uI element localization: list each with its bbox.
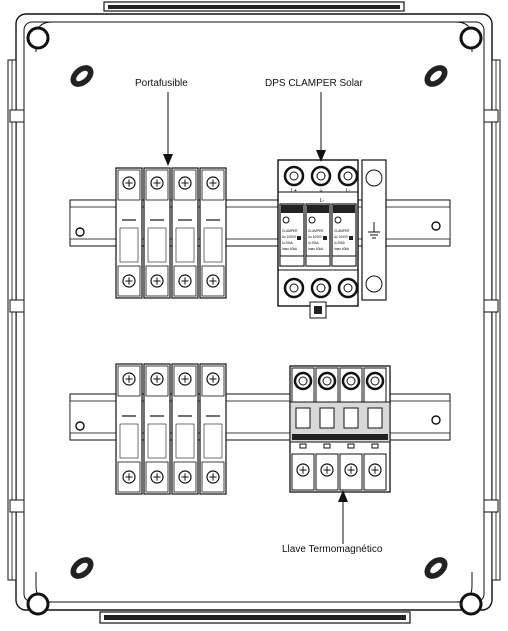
arrow-llave — [338, 490, 348, 544]
dps-module-text: Uc 1000V — [308, 235, 323, 239]
dps-terminal-label: L+ — [291, 188, 297, 194]
dps-module-text: CLAMPER — [282, 229, 298, 233]
breaker-poles — [291, 367, 387, 491]
label-portafusible: Portafusible — [135, 78, 188, 89]
dps-module-text: In 20kA — [308, 241, 320, 245]
enclosure-frame — [15, 13, 493, 611]
fuse-holder-group-top — [115, 167, 227, 299]
dps-terminal-label: ⏚ — [318, 187, 323, 194]
right-side-hinge — [491, 59, 501, 581]
dps-bottom-terminals — [283, 277, 359, 299]
dps-surge-protector: L+ ⏚ L- L- CLAMPER Uc 1000V In 20kA Imax 40kA… — [277, 159, 359, 319]
dps-module-text: In 20kA — [282, 241, 294, 245]
fuse-holder — [143, 167, 171, 299]
breaker-pole — [291, 367, 315, 491]
dps-module-text: In 20kA — [334, 241, 346, 245]
fuse-holder — [171, 167, 199, 299]
breaker-pole — [363, 367, 387, 491]
dps-module-text: CLAMPER — [334, 229, 350, 233]
dps-module: CLAMPER Uc 1000V In 20kA Imax 40kA — [305, 203, 331, 267]
dps-module-text: Uc 1000V — [282, 235, 297, 239]
dps-module: CLAMPER Uc 1000V In 20kA Imax 40kA — [331, 203, 357, 267]
fuse-holder — [115, 167, 143, 299]
breaker-termomagnetico — [289, 365, 391, 493]
label-dps: DPS CLAMPER Solar — [265, 78, 363, 89]
dps-modules: CLAMPER Uc 1000V In 20kA Imax 40kA CLAMPER Uc… — [279, 203, 357, 267]
fuse-holder — [171, 363, 199, 495]
panel-screw-lugs — [70, 65, 448, 579]
oval-lug — [70, 65, 94, 87]
enclosure-top-rail — [103, 1, 405, 12]
oval-lug — [424, 557, 448, 579]
arrow-portafusible — [163, 92, 173, 166]
fuse-holder — [199, 167, 227, 299]
label-llave: Llave Termomagnético — [282, 544, 383, 555]
breaker-pole — [315, 367, 339, 491]
dps-module-text: CLAMPER — [308, 229, 324, 233]
corner-mount-holes — [26, 26, 483, 616]
dps-module: CLAMPER Uc 1000V In 20kA Imax 40kA — [279, 203, 305, 267]
dps-module-top-label: L- — [320, 198, 325, 204]
dps-top-terminals: L+ ⏚ L- — [283, 165, 359, 194]
breaker-pole — [339, 367, 363, 491]
dps-terminal-label: L- — [346, 188, 351, 194]
grounding-bar — [361, 159, 387, 301]
dps-module-text: Imax 40kA — [334, 247, 350, 251]
fuse-holder — [115, 363, 143, 495]
fuse-holder-group-bottom — [115, 363, 227, 495]
dps-module-text: Imax 40kA — [282, 247, 298, 251]
dps-module-text: Uc 1000V — [334, 235, 349, 239]
fuse-holder — [143, 363, 171, 495]
dps-module-text: Imax 40kA — [308, 247, 324, 251]
side-tabs — [9, 109, 499, 513]
oval-lug — [424, 65, 448, 87]
arrow-dps — [316, 92, 326, 162]
fuse-holder — [199, 363, 227, 495]
left-side-hinge — [7, 59, 17, 581]
enclosure-bottom-rail — [99, 611, 411, 624]
oval-lug — [70, 557, 94, 579]
